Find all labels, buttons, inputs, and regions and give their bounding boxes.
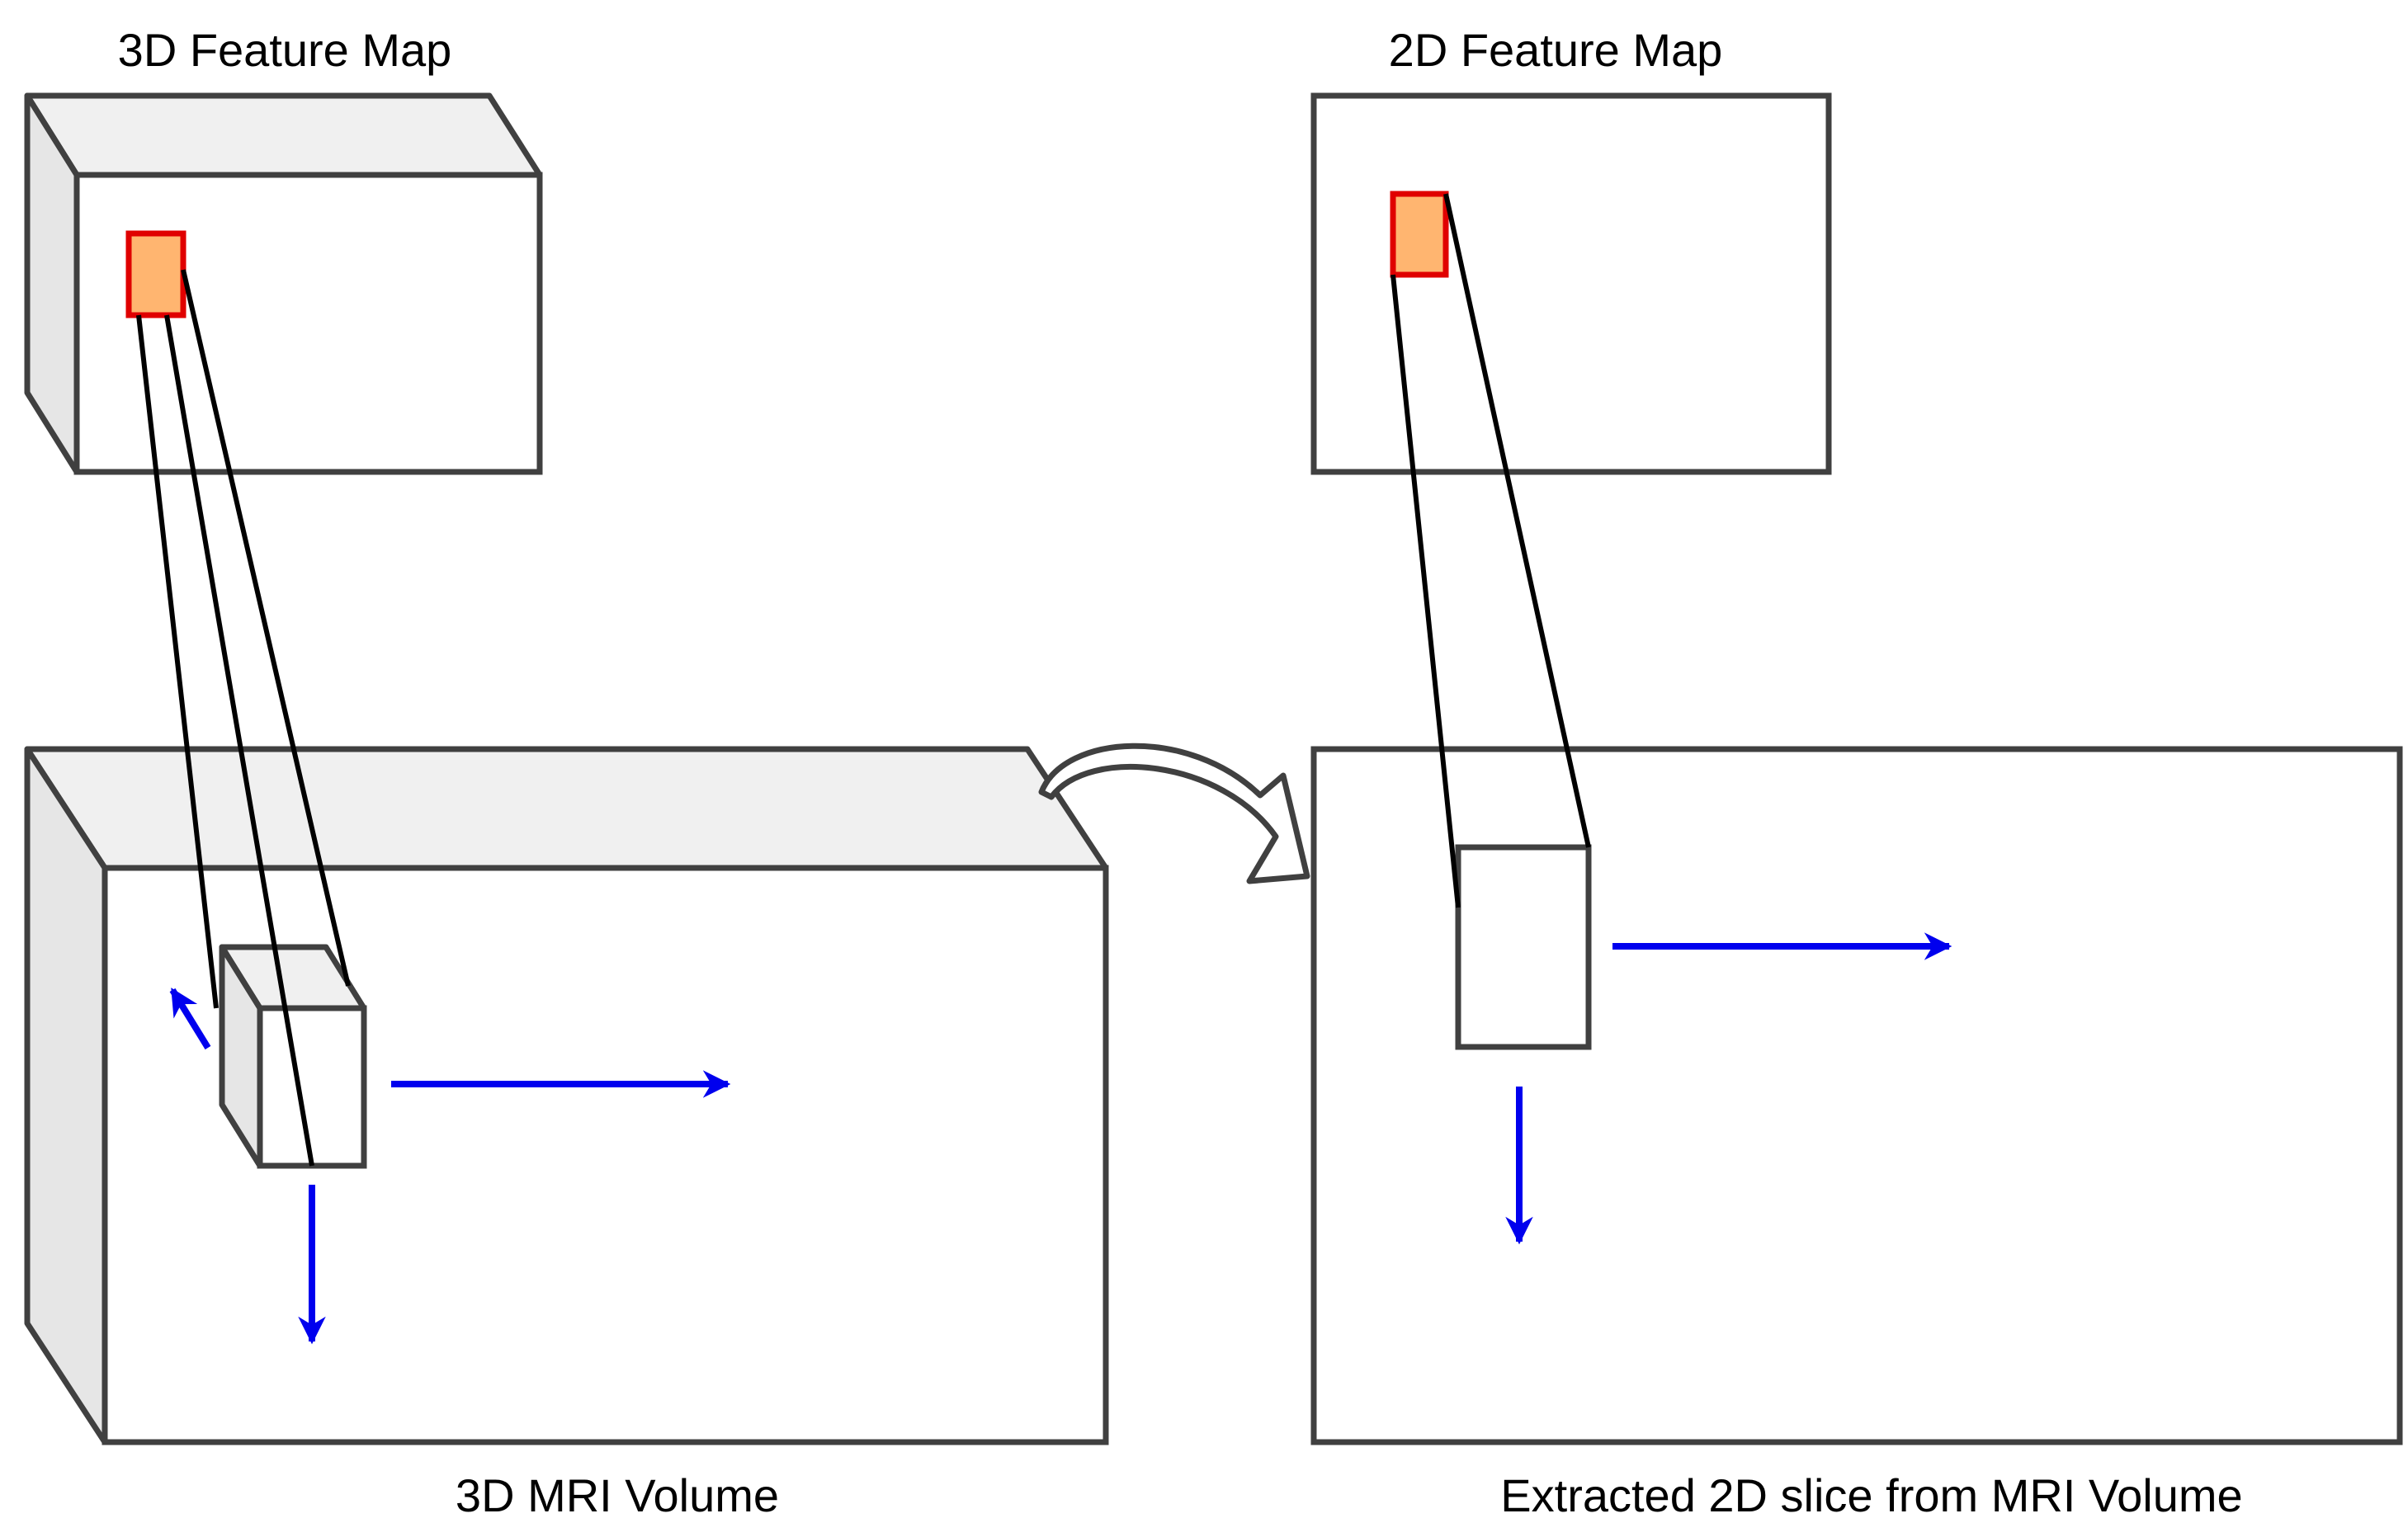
mri-volume-side-face [24, 746, 108, 1445]
extract-slice-arrow [1038, 743, 1310, 884]
direction-arrows-2d [1505, 932, 1952, 1245]
kernel-cube-3d [219, 944, 367, 1169]
projection-line-2d-right [1443, 193, 1591, 848]
feature-map-3d [24, 92, 543, 475]
extracted-slice [1310, 746, 2403, 1445]
label-feature-map-2d: 2D Feature Map [1389, 24, 1723, 76]
feature-map-2d-cell [1390, 191, 1449, 278]
kernel-cube-front-face [257, 1005, 367, 1169]
projection-line-3d-right [181, 269, 351, 987]
kernel-square-2d [1455, 844, 1592, 1050]
feature-map-2d [1310, 92, 1832, 475]
projection-lines-3d [136, 269, 351, 1167]
projection-lines-2d [1391, 193, 1591, 908]
direction-arrows-3d [169, 988, 731, 1345]
label-mri-volume-3d: 3D MRI Volume [456, 1469, 779, 1521]
feature-map-3d-top-face [24, 92, 543, 178]
projection-line-3d-left [136, 314, 219, 1009]
arrow-depth-3d [169, 988, 211, 1050]
feature-map-2d-plane [1310, 92, 1832, 475]
label-feature-map-3d: 3D Feature Map [118, 24, 452, 76]
mri-volume-3d [24, 746, 1109, 1445]
label-extracted-slice: Extracted 2D slice from MRI Volume [1500, 1469, 2242, 1521]
feature-map-3d-front-face [73, 172, 543, 475]
feature-map-3d-cell [125, 230, 187, 318]
projection-line-3d-middle [164, 314, 314, 1167]
projection-line-2d-left [1391, 274, 1461, 908]
